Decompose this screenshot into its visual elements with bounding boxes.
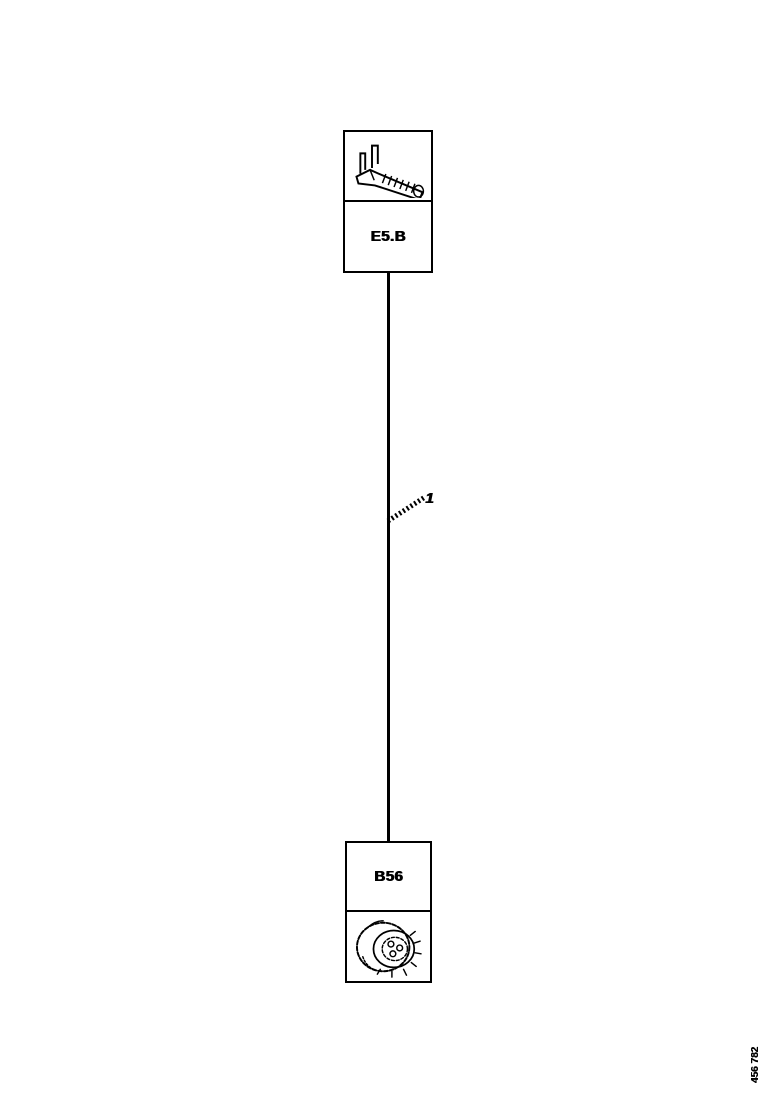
bottom-connector-code: B56 — [373, 868, 404, 885]
top-connector-image-cell — [345, 132, 431, 202]
bottom-connector-box: B56 — [345, 841, 432, 983]
figure-number: 456 782 — [750, 1046, 761, 1084]
top-connector-code: E5.B — [370, 227, 406, 245]
top-connector-label-cell: E5.B — [345, 202, 431, 272]
wire-number-label: 1 — [425, 490, 434, 507]
wire-line — [387, 273, 390, 841]
bottom-connector-image-cell — [347, 912, 430, 981]
wire-leader-hatch — [386, 494, 427, 524]
round-multipin-connector-icon — [355, 919, 422, 978]
top-connector-box: E5.B — [343, 130, 433, 273]
bottom-connector-label-cell: B56 — [347, 843, 430, 912]
crimp-terminal-pin-icon — [355, 144, 425, 198]
